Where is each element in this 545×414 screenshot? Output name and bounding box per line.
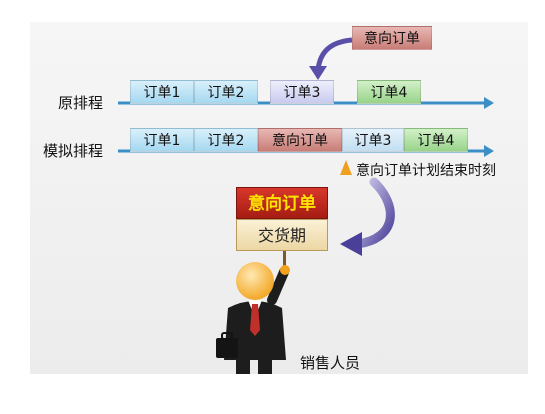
original-order-block: 订单4 <box>357 80 421 104</box>
salesperson-figure <box>216 262 290 374</box>
raised-hand <box>280 265 290 275</box>
plan-end-marker-icon <box>340 160 352 175</box>
simulated-order-block: 订单3 <box>342 128 404 152</box>
due-date-curved-arrowhead <box>340 232 362 256</box>
incoming-order-box: 意向订单 <box>352 26 432 50</box>
head <box>236 262 274 300</box>
simulated-order-block: 订单2 <box>194 128 258 152</box>
sign-pole <box>283 251 286 273</box>
original-order-block: 订单2 <box>194 80 258 104</box>
original-timeline-arrowhead <box>484 97 494 109</box>
briefcase-handle <box>221 332 233 340</box>
simulated-schedule-label: 模拟排程 <box>43 142 104 160</box>
simulated-order-block: 订单4 <box>404 128 468 152</box>
plan-end-caption: 意向订单计划结束时刻 <box>356 163 496 179</box>
sign-due-date: 交货期 <box>236 219 328 251</box>
simulated-order-block: 意向订单 <box>258 128 342 152</box>
original-order-block: 订单1 <box>130 80 194 104</box>
salesperson-caption: 销售人员 <box>300 354 361 372</box>
left-leg <box>236 352 250 374</box>
insert-curved-arrow <box>315 37 353 71</box>
simulated-order-block: 订单1 <box>130 128 194 152</box>
sign-title: 意向订单 <box>236 187 328 219</box>
due-date-curved-arrow <box>353 177 395 249</box>
right-leg <box>258 352 272 374</box>
briefcase <box>216 338 238 358</box>
insert-curved-arrowhead <box>309 66 327 80</box>
original-order-block: 订单3 <box>270 80 334 104</box>
tie <box>250 304 260 336</box>
simulated-timeline-arrowhead <box>484 145 494 157</box>
original-schedule-label: 原排程 <box>58 94 104 112</box>
raised-arm <box>267 267 289 305</box>
